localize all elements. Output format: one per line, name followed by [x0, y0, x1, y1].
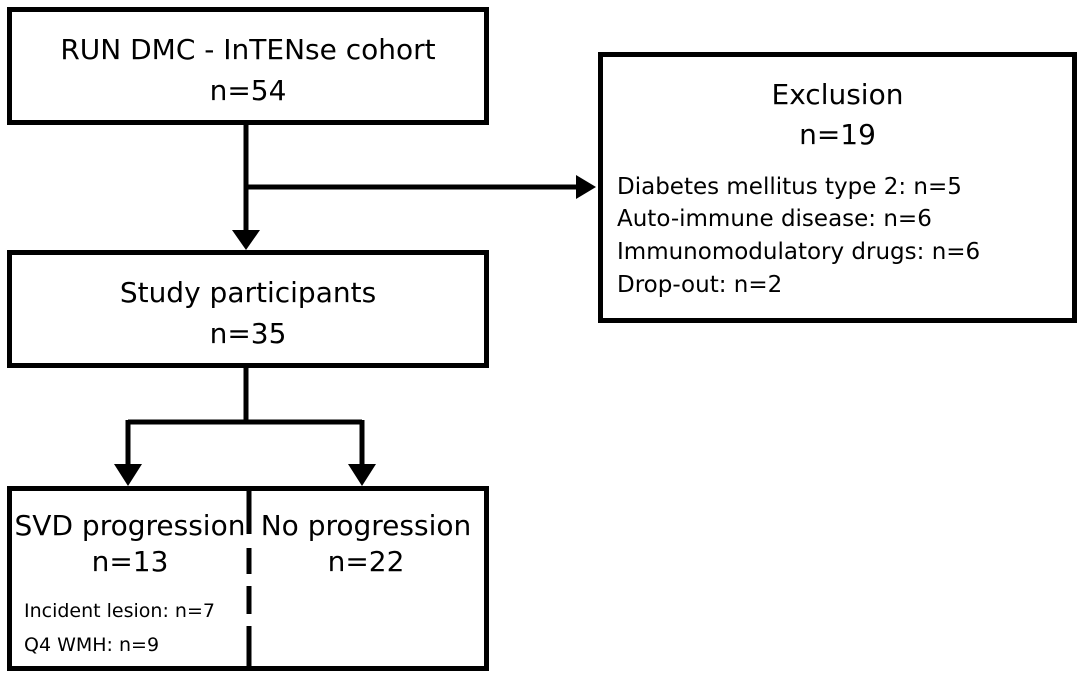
exclusion-box: Exclusion n=19 Diabetes mellitus type 2:…	[598, 52, 1077, 323]
arrowhead-no-progression	[348, 464, 376, 486]
outcome-groups-box: SVD progression n=13 Incident lesion: n=…	[7, 486, 489, 671]
no-progression-title: No progression	[260, 509, 472, 542]
exclusion-title: Exclusion	[771, 78, 904, 111]
no-progression-panel: No progression n=22	[248, 491, 484, 666]
study-count: n=35	[209, 317, 287, 350]
no-progression-count: n=22	[327, 545, 405, 578]
exclusion-reason: Immunomodulatory drugs: n=6	[617, 239, 981, 265]
cohort-box: RUN DMC - InTENse cohort n=54	[7, 7, 489, 125]
group-divider	[246, 486, 252, 671]
study-participants-box: Study participants n=35	[7, 250, 489, 368]
progression-title: SVD progression	[14, 509, 246, 542]
exclusion-count: n=19	[799, 118, 876, 151]
study-title: Study participants	[119, 276, 377, 309]
arrowhead-progression	[114, 464, 142, 486]
arrowhead-study	[232, 230, 260, 250]
progression-count: n=13	[91, 545, 169, 578]
cohort-title: RUN DMC - InTENse cohort	[60, 33, 436, 66]
arrowhead-exclusion	[576, 175, 596, 199]
progression-detail: Incident lesion: n=7	[24, 600, 215, 622]
progression-detail: Q4 WMH: n=9	[24, 634, 160, 656]
svd-progression-panel: SVD progression n=13 Incident lesion: n=…	[12, 491, 248, 666]
exclusion-reason: Auto-immune disease: n=6	[617, 206, 932, 232]
exclusion-reason: Diabetes mellitus type 2: n=5	[617, 174, 962, 200]
exclusion-reason: Drop-out: n=2	[617, 272, 783, 298]
cohort-count: n=54	[209, 74, 287, 107]
